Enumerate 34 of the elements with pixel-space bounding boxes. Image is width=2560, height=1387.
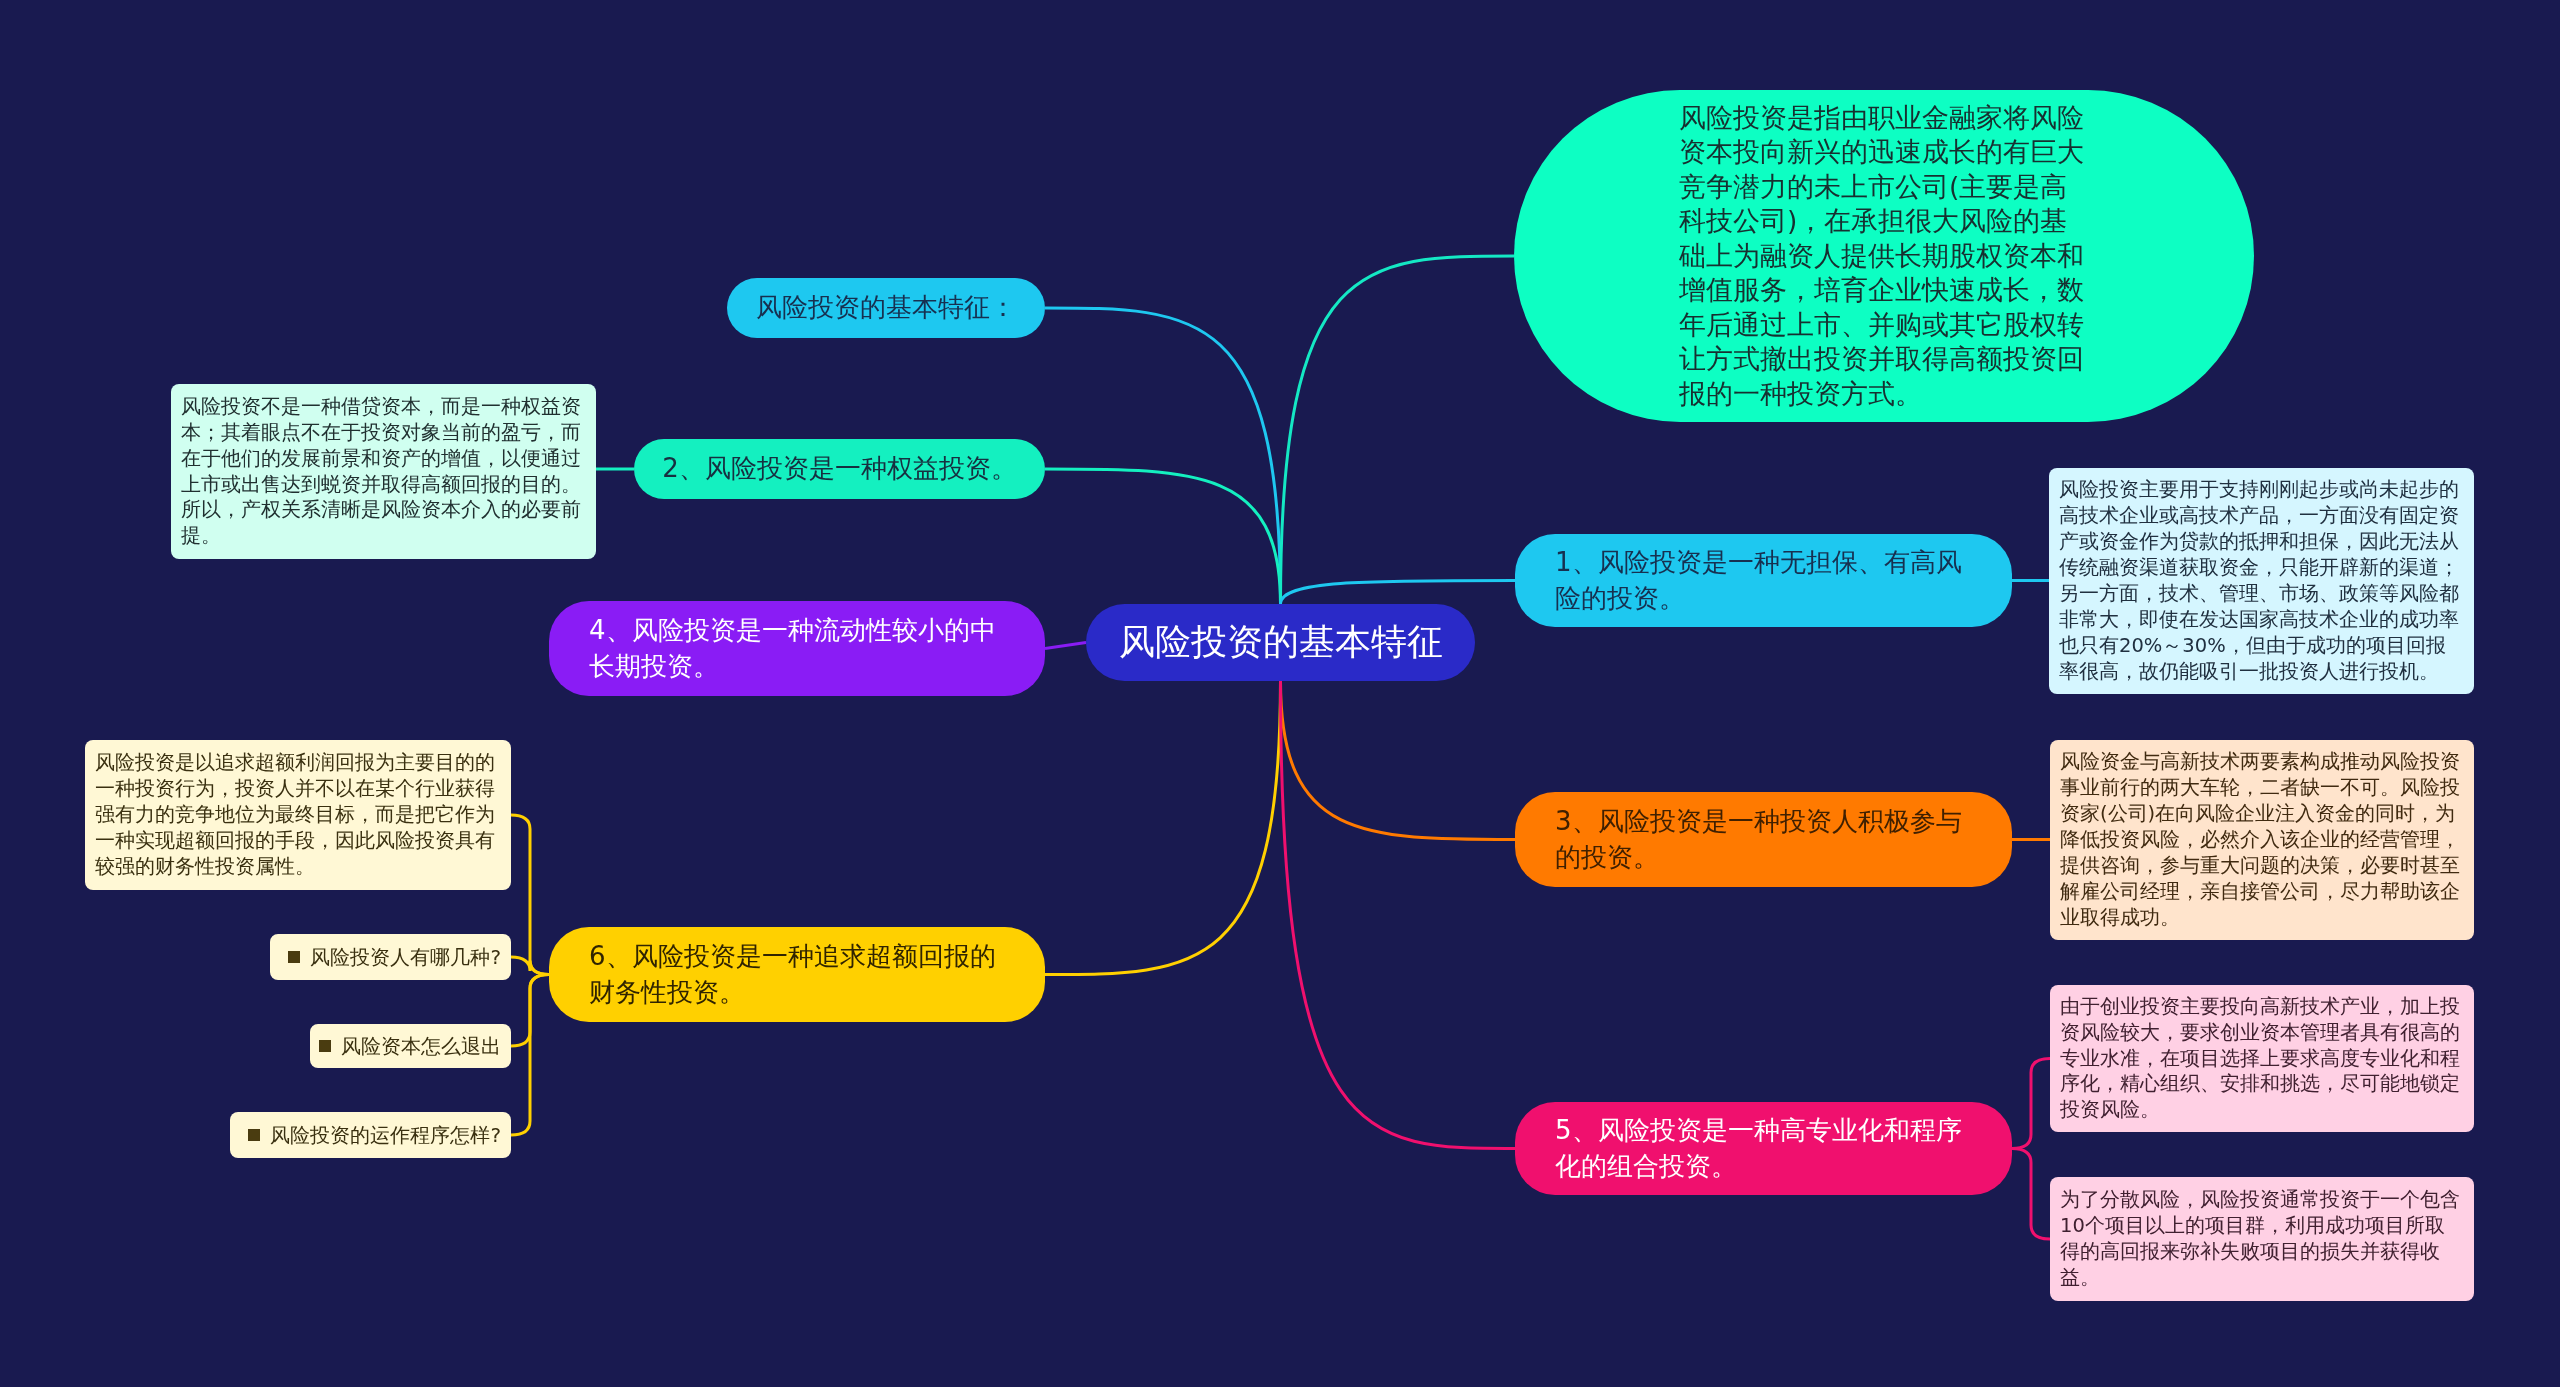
connector-line bbox=[596, 467, 634, 471]
topic-text: 2、风险投资是一种权益投资。 bbox=[662, 452, 1017, 486]
connector-line bbox=[1279, 680, 1515, 1150]
note-text: 风险投资是以追求超额利润回报为主要目的的一种投资行为，投资人并不以在某个行业获得强有力的竞争地位为最终目标，而是把它作为一种实现超额回报的手段，因此风险投资具有较强的财务性投资属性。 bbox=[95, 750, 496, 880]
link-item-box bbox=[270, 934, 511, 980]
connector-line bbox=[2012, 579, 2049, 582]
link-item-text: 风险投资的运作程序怎样? bbox=[270, 1121, 501, 1149]
connector-line bbox=[1279, 579, 1515, 605]
note-text: 为了分散风险，风险投资通常投资于一个包含10个项目以上的项目群，利用成功项目所取得的高回报来弥补失败项目的损失并获得收益。 bbox=[2060, 1187, 2461, 1291]
topic-text: 4、风险投资是一种流动性较小的中长期投资。 bbox=[589, 614, 997, 683]
topic-text: 风险投资的基本特征： bbox=[756, 291, 1016, 325]
link-item-box bbox=[310, 1024, 511, 1068]
topic-box bbox=[549, 601, 1045, 696]
topic-text: 风险投资是指由职业金融家将风险资本投向新兴的迅速成长的有巨大竞争潜力的未上市公司(主要是高科技公司)，在承担很大风险的基础上为融资人提供长期股权资本和增值服务，培育企业快速成长，数年后通过上市、并购或其它股权转让方式撤出投资并取得高额投资回报的一种投资方式。 bbox=[1679, 101, 2085, 411]
note-text: 由于创业投资主要投向高新技术产业，加上投资风险较大，要求创业资本管理者具有很高的专业水准，在项目选择上要求高度专业化和程序化，精心组织、安排和挑选，尽可能地锁定投资风险。 bbox=[2060, 993, 2461, 1124]
central-topic-text: 风险投资的基本特征 bbox=[1118, 620, 1443, 665]
topic-text: 5、风险投资是一种高专业化和程序化的组合投资。 bbox=[1555, 1114, 1963, 1183]
topic-box bbox=[634, 439, 1045, 499]
topic-text: 3、风险投资是一种投资人积极参与的投资。 bbox=[1555, 805, 1963, 874]
connector-line bbox=[2012, 838, 2050, 841]
note-box bbox=[2050, 1177, 2474, 1301]
link-item-text: 风险投资人有哪几种? bbox=[310, 943, 501, 971]
note-box bbox=[85, 740, 511, 890]
note-text: 风险投资不是一种借贷资本，而是一种权益资本；其着眼点不在于投资对象当前的盈亏，而在于他们的发展前景和资产的增值，以便通过上市或出售达到蜕资并取得高额回报的目的。所以，产权关系清晰是风险资本介入的必要前提。 bbox=[181, 393, 582, 550]
link-item-box bbox=[230, 1112, 511, 1158]
note-box bbox=[2050, 985, 2474, 1132]
note-text: 风险投资主要用于支持刚刚起步或尚未起步的高技术企业或高技术产品，一方面没有固定资产或资金作为贷款的抵押和担保，因此无法从传统融资渠道获取资金，只能开辟新的渠道；另一方面，技术、管理、市场、政策等风险都非常大，即使在发达国家高技术企业的成功率也只有20%～30%，但由于成功的项目回报率很高，故仍能吸引一批投资人进行投机。 bbox=[2059, 477, 2460, 685]
topic-text: 1、风险投资是一种无担保、有高风险的投资。 bbox=[1555, 546, 1963, 615]
connector-line bbox=[1044, 641, 1087, 650]
link-item-text: 风险资本怎么退出 bbox=[341, 1032, 501, 1060]
note-text: 风险资金与高新技术两要素构成推动风险投资事业前行的两大车轮，二者缺一不可。风险投资家(公司)在向风险企业注入资金的同时，为降低投资风险，必然介入该企业的经营管理，提供咨询，参与重大问题的决策，必要时甚至解雇公司经理，亲自接管公司，尽力帮助该企业取得成功。 bbox=[2060, 749, 2461, 931]
topic-text: 6、风险投资是一种追求超额回报的财务性投资。 bbox=[589, 940, 997, 1009]
topic-box bbox=[727, 278, 1045, 338]
note-box bbox=[171, 384, 596, 559]
